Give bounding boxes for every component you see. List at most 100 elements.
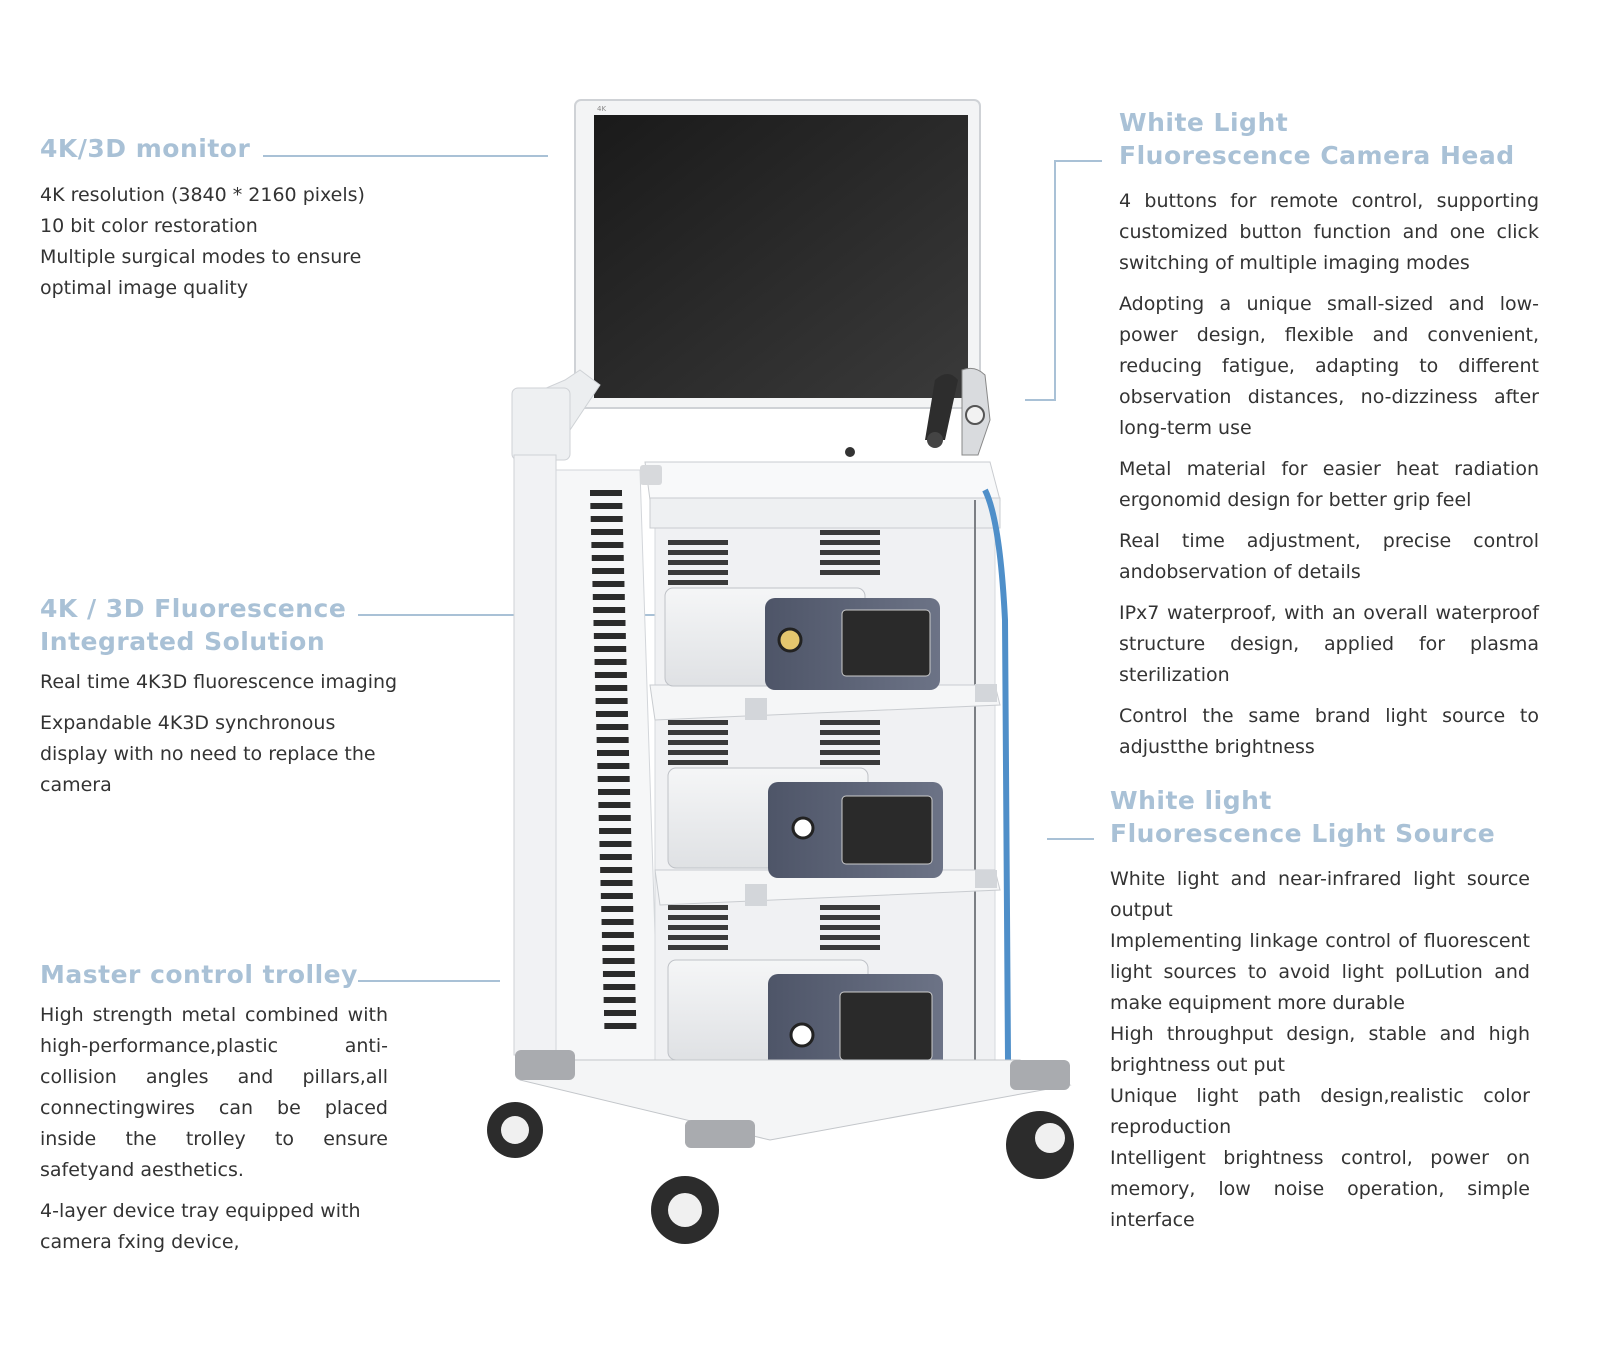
light-source-line: Intelligent brightness control, power on… bbox=[1110, 1147, 1530, 1231]
vent-slot bbox=[601, 932, 634, 938]
vent-slot bbox=[593, 633, 626, 639]
back-vent-slot bbox=[668, 550, 728, 555]
top-tray bbox=[640, 447, 1001, 529]
back-vent-slot bbox=[820, 935, 880, 940]
fluorescence-solution-heading: 4K / 3D Fluorescence Integrated Solution bbox=[40, 592, 346, 658]
back-vent-slot bbox=[820, 560, 880, 565]
vent-slot bbox=[598, 789, 631, 795]
vent-slot bbox=[604, 1010, 636, 1016]
back-vent-slot bbox=[820, 730, 880, 735]
vent-slot bbox=[590, 490, 622, 496]
camera-head bbox=[925, 367, 991, 456]
camera-head-connector-horizontal-bottom bbox=[1025, 399, 1056, 401]
device-2-screen bbox=[841, 795, 933, 865]
back-vent-slot bbox=[820, 570, 880, 575]
blue-cable bbox=[982, 488, 1011, 1061]
back-vent-slot bbox=[668, 580, 728, 585]
back-vent-slot bbox=[820, 540, 880, 545]
device-unit-light-source-1 bbox=[667, 767, 943, 878]
camera-head-connector-vertical bbox=[1054, 160, 1056, 401]
camera-head-line: Control the same brand light source to a… bbox=[1119, 705, 1539, 758]
back-vent-slot bbox=[820, 945, 880, 950]
vent-slot bbox=[594, 646, 627, 652]
monitor-description: 4K resolution (3840 * 2160 pixels) 10 bi… bbox=[40, 180, 400, 304]
light-source-line: Implementing linkage control of fluoresc… bbox=[1110, 930, 1530, 1014]
trolley-system-illustration: 4K bbox=[487, 99, 1074, 1244]
vent-slot bbox=[597, 763, 630, 769]
camera-head-line: Real time adjustment, precise control an… bbox=[1119, 530, 1539, 583]
camera-head-heading: White Light Fluorescence Camera Head bbox=[1119, 106, 1515, 172]
monitor-screen bbox=[594, 115, 968, 398]
camera-head-line: IPx7 waterproof, with an overall waterpr… bbox=[1119, 602, 1539, 686]
vent-slot bbox=[590, 503, 623, 509]
back-vent-slot bbox=[668, 560, 728, 565]
vent-slot bbox=[591, 529, 624, 535]
camera-head-line: 4 buttons for remote control, supporting… bbox=[1119, 190, 1539, 274]
camera-head-heading-line2: Fluorescence Camera Head bbox=[1119, 141, 1515, 170]
device-1-port bbox=[777, 627, 803, 653]
monitor-arm bbox=[511, 369, 601, 461]
vent-slot bbox=[597, 750, 629, 756]
back-vent-slot bbox=[820, 750, 880, 755]
light-source-heading-line1: White light bbox=[1110, 786, 1272, 815]
vent-slot bbox=[598, 802, 631, 808]
back-vent-slot bbox=[820, 905, 880, 910]
device-unit-camera-host bbox=[664, 587, 940, 690]
trolley-line: 4-layer device tray equipped with camera… bbox=[40, 1200, 361, 1253]
device-2-port bbox=[791, 816, 815, 840]
trolley-line: High strength metal combined with high-p… bbox=[40, 1004, 388, 1181]
vent-slot bbox=[602, 945, 635, 951]
back-vent-slot bbox=[668, 730, 728, 735]
side-vents bbox=[590, 490, 637, 1029]
back-vent-slot bbox=[820, 530, 880, 535]
back-vent-slot bbox=[668, 740, 728, 745]
vent-slot bbox=[595, 711, 628, 717]
vent-slot bbox=[602, 971, 635, 977]
back-vent-slot bbox=[668, 905, 728, 910]
top-tray-knob bbox=[845, 447, 855, 457]
back-vent-slot bbox=[820, 740, 880, 745]
camera-head-line: Metal material for easier heat radiation… bbox=[1119, 458, 1539, 511]
vent-slot bbox=[603, 997, 636, 1003]
back-vent-slot bbox=[668, 720, 728, 725]
monitor-heading: 4K/3D monitor bbox=[40, 134, 251, 163]
monitor-connector-line bbox=[263, 155, 548, 157]
vent-slot bbox=[600, 893, 633, 899]
vent-slot bbox=[594, 659, 627, 665]
back-vent-slot bbox=[668, 945, 728, 950]
vent-slot bbox=[596, 737, 629, 743]
vent-slot bbox=[596, 724, 629, 730]
monitor-line: Multiple surgical modes to ensure optima… bbox=[40, 246, 362, 299]
back-vent-slot bbox=[668, 935, 728, 940]
back-vent-slot bbox=[820, 925, 880, 930]
vent-slot bbox=[590, 516, 623, 522]
vent-slot bbox=[600, 867, 633, 873]
light-source-line: Unique light path design,realistic color… bbox=[1110, 1085, 1530, 1138]
back-vent-slot bbox=[668, 570, 728, 575]
vent-slot bbox=[593, 620, 626, 626]
back-vent-slot bbox=[668, 915, 728, 920]
back-vent-slot bbox=[820, 760, 880, 765]
trolley-pillar bbox=[513, 454, 557, 1056]
camera-head-description: 4 buttons for remote control, supporting… bbox=[1119, 186, 1539, 773]
fluorescence-solution-heading-line2: Integrated Solution bbox=[40, 627, 326, 656]
fluorescence-solution-description: Real time 4K3D fluorescence imaging Expa… bbox=[40, 667, 400, 811]
camera-head-line: Adopting a unique small-sized and low-po… bbox=[1119, 293, 1539, 439]
fluorescence-solution-line: Real time 4K3D fluorescence imaging bbox=[40, 671, 398, 693]
back-vent-slot bbox=[820, 550, 880, 555]
wheel-right bbox=[1006, 1111, 1074, 1179]
monitor-line: 4K resolution (3840 * 2160 pixels) bbox=[40, 184, 365, 206]
vent-slot bbox=[599, 841, 632, 847]
vent-slot bbox=[597, 776, 630, 782]
light-source-heading: White light Fluorescence Light Source bbox=[1110, 784, 1495, 850]
device-unit-light-source-2 bbox=[667, 959, 943, 1070]
fluorescence-solution-connector-line bbox=[358, 614, 663, 616]
trolley-base bbox=[515, 1050, 1072, 1148]
back-vents bbox=[668, 530, 880, 950]
vent-slot bbox=[602, 958, 635, 964]
trolley-heading: Master control trolley bbox=[40, 960, 358, 989]
device-3-port bbox=[789, 1022, 815, 1048]
trolley-description: High strength metal combined with high-p… bbox=[40, 1000, 388, 1268]
vent-slot bbox=[591, 542, 624, 548]
vent-slot bbox=[601, 906, 634, 912]
